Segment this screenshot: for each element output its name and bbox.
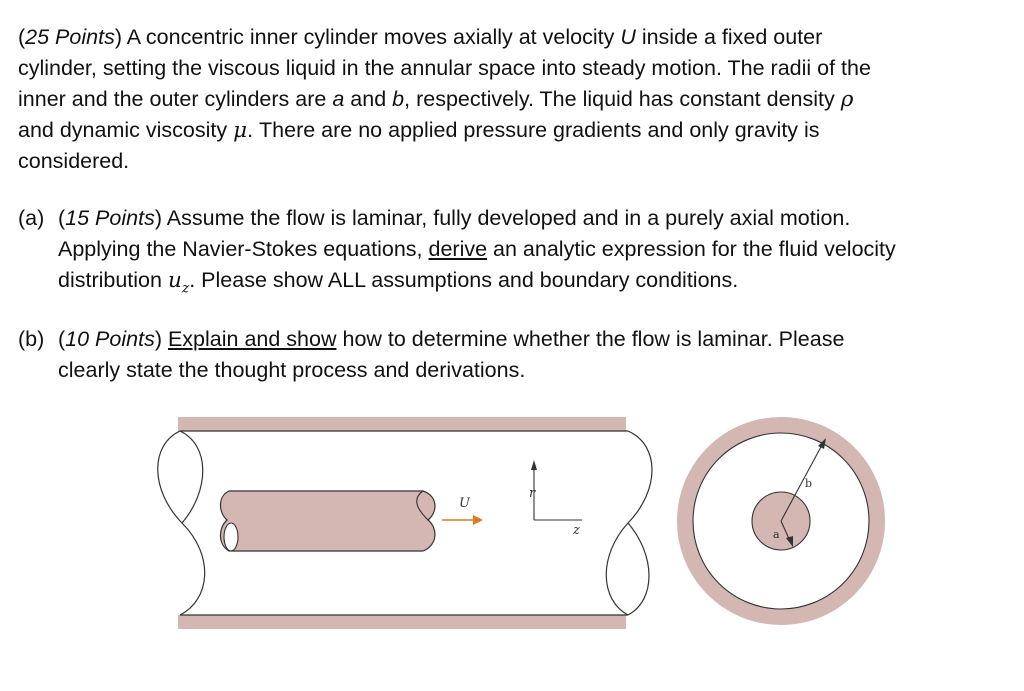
velocity-symbol: U [620,25,636,49]
statement-line-5: considered. [18,149,130,173]
part-a-body: (15 Points) Assume the flow is laminar, … [58,206,896,297]
viscosity-symbol: μ [233,118,248,143]
part-b-body: (10 Points) Explain and show how to dete… [58,327,845,382]
statement-line-4: and dynamic viscosity μ. There are no ap… [18,118,820,143]
radius-b-arrowhead [818,438,826,449]
statement-line-3: inner and the outer cylinders are a and … [18,87,854,112]
velocity-uz-symbol: uz [167,268,190,297]
problem-statement: (25 Points) A concentric inner cylinder … [18,22,1008,177]
radius-a-arrowhead [786,536,793,547]
part-b-points: 10 Points [65,327,155,351]
part-a-label: (a) [18,206,45,230]
r-axis-arrowhead [531,460,537,470]
part-a-points: 15 Points [65,206,155,230]
label-r: r [529,486,536,501]
outer-cylinder-section [677,417,885,625]
inner-cylinder-section [751,491,811,551]
problem-points: 25 Points [25,25,115,49]
outer-wall-top [178,417,626,431]
explain-and-show-underlined: Explain and show [167,327,337,351]
label-z: z [572,523,580,538]
outer-tube-left-break [157,430,206,616]
inner-cylinder [219,490,436,552]
derive-underlined: derive [428,237,488,261]
label-U: U [459,496,471,511]
part-b: (b) (10 Points) Explain and show how to … [18,324,1008,386]
radius-a-line [780,520,791,542]
density-symbol: ρ [840,87,854,112]
part-b-label: (b) [18,327,45,351]
part-a: (a) (15 Points) Assume the flow is lamin… [18,203,1008,304]
outer-wall-bottom [178,615,626,629]
radius-b-line [780,444,823,522]
velocity-arrowhead [473,515,483,525]
annulus-fluid-region [692,432,870,610]
label-a: a [773,528,780,541]
radius-a-symbol: a [332,87,345,111]
radius-b-symbol: b [392,87,405,111]
statement-line-2: cylinder, setting the viscous liquid in … [18,56,871,80]
outer-tube-right-break [605,430,653,616]
statement-line-1: (25 Points) A concentric inner cylinder … [18,25,823,49]
label-b: b [805,477,812,490]
